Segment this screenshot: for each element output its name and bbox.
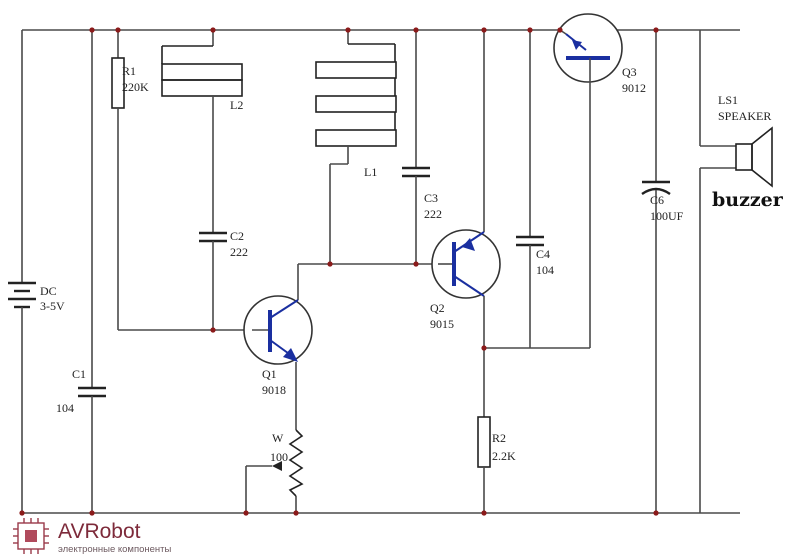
- junction-dots: [19, 27, 659, 516]
- r2-ref: R2: [492, 431, 506, 445]
- l2-ref: L2: [230, 98, 243, 112]
- l1-ref: L1: [364, 165, 377, 179]
- battery-dc: DC 3-5V: [8, 30, 65, 513]
- capacitor-c3: C3 222: [402, 30, 442, 264]
- watermark: AVRobot электронные компоненты: [0, 516, 230, 559]
- q3-value: 9012: [622, 81, 646, 95]
- dc-value: 3-5V: [40, 299, 65, 313]
- capacitor-c6: C6 100UF: [641, 30, 684, 513]
- r1-ref: R1: [122, 64, 136, 78]
- c1-ref: C1: [72, 367, 86, 381]
- brand-name: AVRobot: [58, 520, 141, 543]
- buzzer-label: buzzer: [712, 189, 784, 211]
- c6-ref: C6: [650, 193, 664, 207]
- w-ref: W: [272, 431, 284, 445]
- dc-ref: DC: [40, 284, 57, 298]
- r2-value: 2.2K: [492, 449, 516, 463]
- c2-ref: C2: [230, 229, 244, 243]
- brand-tagline: электронные компоненты: [58, 544, 172, 555]
- q2-value: 9015: [430, 317, 454, 331]
- inductor-l2: L2: [161, 30, 243, 233]
- speaker-ls1: LS1 SPEAKER buzzer: [699, 30, 784, 513]
- c3-ref: C3: [424, 191, 438, 205]
- transistor-q2: Q2 9015: [430, 30, 501, 417]
- chip-logo-icon: [13, 518, 49, 554]
- c4-ref: C4: [536, 247, 550, 261]
- c6-value: 100UF: [650, 209, 684, 223]
- capacitor-c4: C4 104: [484, 30, 590, 349]
- capacitor-c2: C2 222: [199, 229, 248, 330]
- capacitor-c1: C1 104: [56, 30, 106, 513]
- resistor-r1: R1 220K: [111, 30, 252, 331]
- r1-value: 220K: [122, 80, 149, 94]
- w-value: 100: [270, 450, 288, 464]
- ls1-value: SPEAKER: [718, 109, 771, 123]
- c4-value: 104: [536, 263, 554, 277]
- q1-value: 9018: [262, 383, 286, 397]
- resistor-r2: R2 2.2K: [477, 416, 516, 513]
- inductor-l1: L1: [315, 30, 397, 264]
- transistor-q3: Q3 9012: [553, 13, 646, 348]
- c3-value: 222: [424, 207, 442, 221]
- c2-value: 222: [230, 245, 248, 259]
- q2-ref: Q2: [430, 301, 445, 315]
- potentiometer-w: W 100: [270, 429, 304, 497]
- transistor-q1: Q1 9018: [243, 295, 313, 397]
- ls1-ref: LS1: [718, 93, 738, 107]
- c1-value: 104: [56, 401, 74, 415]
- q1-ref: Q1: [262, 367, 277, 381]
- q3-ref: Q3: [622, 65, 637, 79]
